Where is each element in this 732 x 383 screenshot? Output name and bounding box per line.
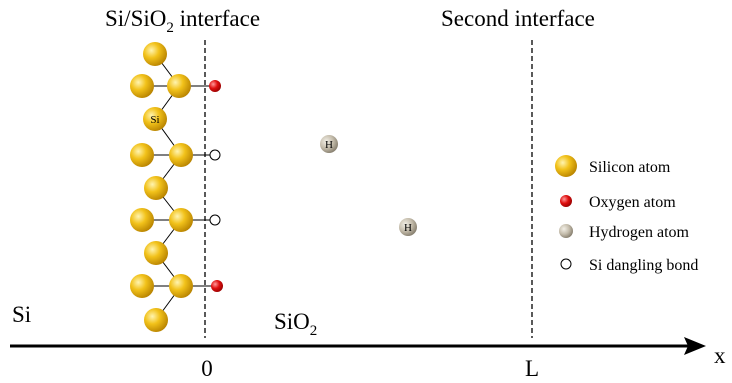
hydrogen-atom bbox=[320, 135, 338, 153]
silicon-atom bbox=[167, 74, 191, 98]
silicon-atom bbox=[144, 176, 168, 200]
silicon-atom-icon bbox=[555, 155, 577, 177]
second-interface-title: Second interface bbox=[441, 6, 595, 31]
silicon-atoms bbox=[130, 42, 193, 332]
silicon-atom bbox=[143, 42, 167, 66]
silicon-atom bbox=[169, 274, 193, 298]
legend-label-oxygen: Oxygen atom bbox=[589, 194, 676, 211]
hydrogen-atom-label: H bbox=[325, 139, 333, 151]
legend: Silicon atom Oxygen atom Hydrogen atom S… bbox=[555, 155, 698, 274]
tick-label-zero: 0 bbox=[201, 356, 213, 381]
x-axis-arrowhead bbox=[684, 337, 706, 355]
silicon-atom bbox=[143, 107, 167, 131]
oxygen-atom bbox=[209, 80, 221, 92]
dangling-bond bbox=[209, 149, 221, 161]
silicon-atom-label: Si bbox=[150, 114, 159, 126]
si-sio2-interface-title: Si/SiO2 interface bbox=[105, 6, 260, 36]
si-region-label: Si bbox=[12, 302, 31, 327]
dangling-bond-icon bbox=[560, 258, 572, 270]
hydrogen-atom-icon bbox=[559, 224, 573, 238]
silicon-atom bbox=[130, 208, 154, 232]
x-axis-label: x bbox=[714, 343, 726, 368]
hydrogen-atom-label: H bbox=[404, 222, 412, 234]
silicon-atom bbox=[130, 74, 154, 98]
hydrogen-atom bbox=[399, 218, 417, 236]
silicon-atom bbox=[144, 308, 168, 332]
tick-label-l: L bbox=[525, 356, 539, 381]
legend-label-silicon: Silicon atom bbox=[589, 159, 671, 176]
silicon-atom bbox=[169, 208, 193, 232]
dangling-bond bbox=[209, 214, 221, 226]
silicon-atom bbox=[130, 274, 154, 298]
silicon-atom bbox=[130, 143, 154, 167]
legend-label-hydrogen: Hydrogen atom bbox=[589, 224, 690, 241]
silicon-atom bbox=[144, 241, 168, 265]
silicon-atom bbox=[169, 143, 193, 167]
sio2-region-label: SiO2 bbox=[274, 309, 317, 339]
oxygen-atom bbox=[211, 280, 223, 292]
legend-label-dangling-bond: Si dangling bond bbox=[589, 257, 698, 274]
oxygen-atom-icon bbox=[560, 195, 572, 207]
